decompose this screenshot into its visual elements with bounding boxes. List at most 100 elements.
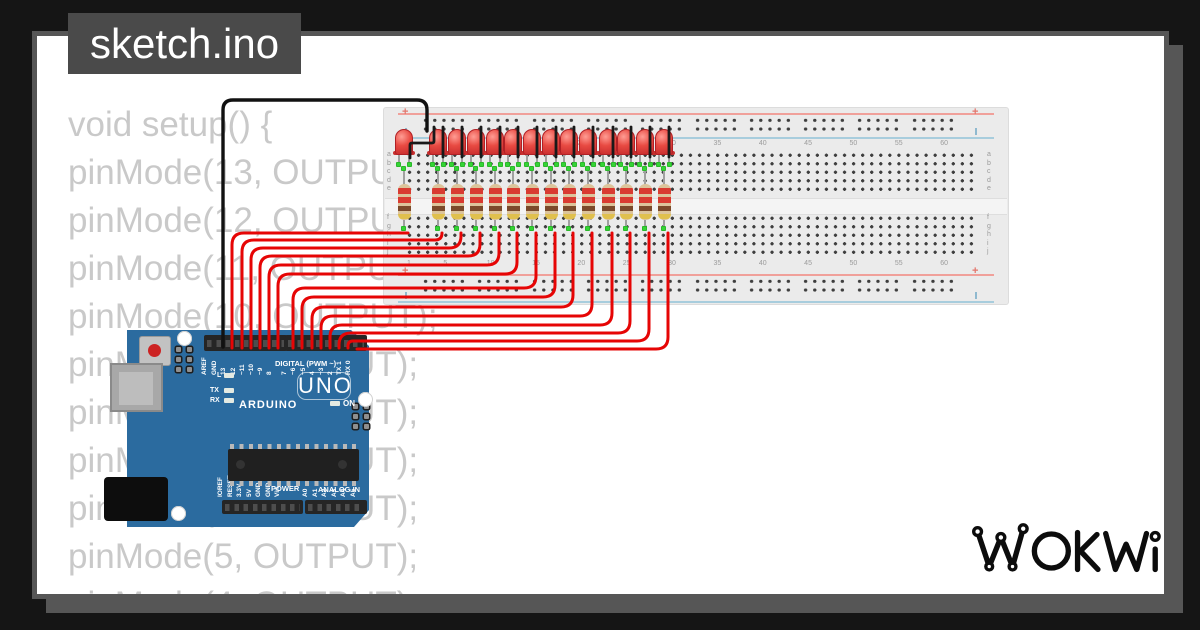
row-letter: f — [987, 214, 989, 221]
digital-header — [285, 335, 367, 351]
mounting-hole — [358, 392, 373, 407]
column-number: 40 — [758, 140, 767, 147]
rail-holes — [529, 276, 576, 295]
row-letter: e — [387, 185, 391, 192]
icsp-pin — [187, 367, 192, 372]
status-led — [224, 373, 234, 378]
rail-plus-mark: + — [972, 265, 979, 277]
status-led-label: TX — [210, 387, 219, 394]
pin-label-digital: ~6 — [290, 367, 297, 375]
pin-label-power: IOREF — [217, 477, 224, 497]
rail-positive-line — [398, 113, 994, 115]
column-number: 45 — [804, 260, 812, 267]
column-number: 55 — [894, 140, 903, 147]
rail-holes — [421, 115, 467, 134]
status-led — [224, 388, 234, 393]
rail-holes — [801, 276, 848, 295]
rail-holes — [692, 276, 739, 295]
rail-negative-line — [398, 137, 994, 139]
row-letter: c — [387, 168, 391, 175]
rail-positive-line — [398, 274, 994, 276]
row-letter: j — [387, 248, 389, 255]
column-number: 30 — [668, 140, 676, 147]
chip-dot — [236, 460, 245, 469]
power-jack — [104, 477, 168, 521]
column-number: 10 — [486, 260, 495, 267]
icsp-pin — [364, 414, 369, 419]
rail-holes — [475, 276, 522, 295]
column-number: 60 — [940, 140, 949, 147]
pin-label-analog: A0 — [302, 488, 309, 497]
status-led-label: L — [217, 372, 222, 379]
rail-holes — [801, 115, 848, 134]
power-silk-label: POWER — [271, 484, 300, 493]
rail-plus-mark: + — [972, 106, 979, 118]
icsp-pin — [353, 404, 358, 409]
column-number: 40 — [758, 260, 767, 267]
wokwi-logo — [972, 523, 1161, 573]
icsp-pin — [353, 424, 358, 429]
rail-holes — [529, 115, 576, 134]
reset-button-cap[interactable] — [148, 344, 161, 357]
column-number: 10 — [486, 140, 495, 147]
on-led — [330, 401, 340, 406]
on-label: ON — [343, 399, 355, 408]
rail-holes — [855, 276, 902, 295]
row-letter: g — [987, 222, 991, 230]
icsp-pin — [364, 424, 369, 429]
pin-label-digital: AREF — [201, 357, 208, 375]
rail-holes — [638, 115, 685, 134]
rail-holes — [638, 276, 685, 295]
icsp-pin — [176, 367, 181, 372]
icsp-pin — [176, 357, 181, 362]
column-number: 55 — [894, 260, 903, 267]
column-number: 60 — [940, 260, 949, 267]
column-number: 45 — [804, 140, 812, 147]
rail-minus-mark — [975, 292, 977, 299]
pin-label-digital: ~11 — [239, 364, 246, 375]
column-number: 50 — [849, 140, 858, 147]
pin-label-digital: ~9 — [257, 367, 264, 375]
usb-connector — [110, 363, 163, 412]
column-number: 50 — [849, 260, 858, 267]
rail-plus-mark: + — [402, 265, 409, 277]
header-pins — [288, 340, 364, 347]
row-letter: g — [387, 222, 391, 230]
row-letter: i — [387, 239, 389, 247]
rail-minus-mark — [405, 292, 407, 299]
column-number: 25 — [622, 140, 631, 147]
rail-holes — [475, 115, 522, 134]
reset-button[interactable] — [139, 336, 171, 366]
column-number: 35 — [713, 140, 722, 147]
header-pins — [207, 340, 284, 347]
row-letter: e — [987, 185, 991, 192]
bottom-header — [222, 500, 303, 514]
rail-negative-line — [398, 301, 994, 303]
column-number: 25 — [622, 260, 631, 267]
icsp-pin — [176, 347, 181, 352]
row-letter: d — [387, 176, 391, 184]
logo-w2 — [1103, 530, 1150, 573]
column-number: 20 — [577, 140, 586, 147]
column-number: 5 — [443, 140, 448, 147]
row-letter: f — [387, 214, 389, 221]
column-number: 35 — [713, 260, 722, 267]
rail-holes — [583, 115, 630, 134]
digital-silk-label: DIGITAL (PWM ~) — [275, 359, 337, 368]
row-letter: j — [987, 248, 989, 255]
board-name: UNO — [297, 372, 353, 400]
chip-legs — [230, 481, 357, 486]
icsp-pin — [187, 347, 192, 352]
rail-holes — [583, 276, 630, 295]
row-letter: b — [987, 159, 991, 167]
row-letter: b — [387, 159, 391, 167]
column-number: 1 — [407, 140, 411, 147]
pin-label-digital: 8 — [266, 371, 273, 375]
column-number: 15 — [532, 140, 540, 147]
row-letter: a — [987, 151, 991, 158]
rail-holes — [746, 276, 793, 295]
rail-holes — [909, 115, 956, 134]
row-letter: d — [987, 176, 991, 184]
pin-label-power: 5V — [246, 489, 253, 497]
